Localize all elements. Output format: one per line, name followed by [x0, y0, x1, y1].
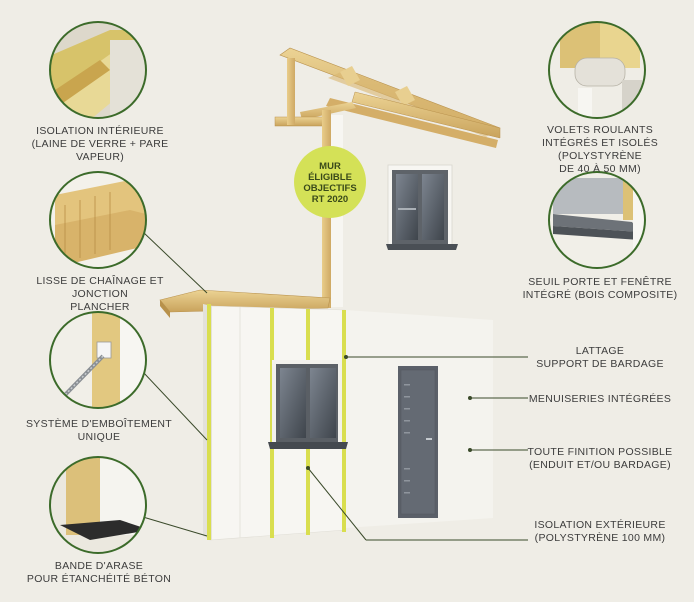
label-isolation-exterieure: ISOLATION EXTÉRIEURE (POLYSTYRÈNE 100 MM… — [534, 519, 666, 544]
detail-systeme-emboitement — [49, 311, 147, 409]
upper-window — [386, 164, 458, 250]
label-isolation-interieure: ISOLATION INTÉRIEURE (LAINE DE VERRE + P… — [31, 125, 169, 163]
detail-isolation-interieure — [49, 21, 147, 119]
detail-seuil-porte — [548, 171, 646, 269]
rt2020-badge — [294, 146, 366, 218]
label-seuil-porte: SEUIL PORTE ET FENÊTRE INTÉGRÉ (BOIS COM… — [522, 276, 678, 301]
label-menuiseries: MENUISERIES INTÉGRÉES — [528, 393, 672, 405]
main-wall — [203, 304, 493, 541]
leader-lines — [142, 231, 528, 541]
detail-lisse-chainage — [49, 171, 147, 269]
label-lisse-chainage: LISSE DE CHAÎNAGE ET JONCTION PLANCHER — [36, 275, 164, 313]
rt2020-badge-text: MUR ÉLIGIBLE OBJECTIFS RT 2020 — [303, 161, 357, 205]
label-lattage: LATTAGE SUPPORT DE BARDAGE — [536, 345, 664, 370]
label-volets-roulants: VOLETS ROULANTS INTÉGRÉS ET ISOLÉS (POLY… — [541, 124, 659, 175]
detail-volets-roulants — [548, 21, 646, 119]
label-bande-arase: BANDE D'ARASE POUR ÉTANCHÉITÉ BÉTON — [26, 560, 172, 585]
label-finition: TOUTE FINITION POSSIBLE (ENDUIT ET/OU BA… — [527, 446, 673, 471]
label-systeme-emboitement: SYSTÈME D'EMBOÎTEMENT UNIQUE — [26, 418, 172, 443]
roof-frame — [274, 47, 501, 148]
detail-bande-arase — [49, 456, 147, 554]
